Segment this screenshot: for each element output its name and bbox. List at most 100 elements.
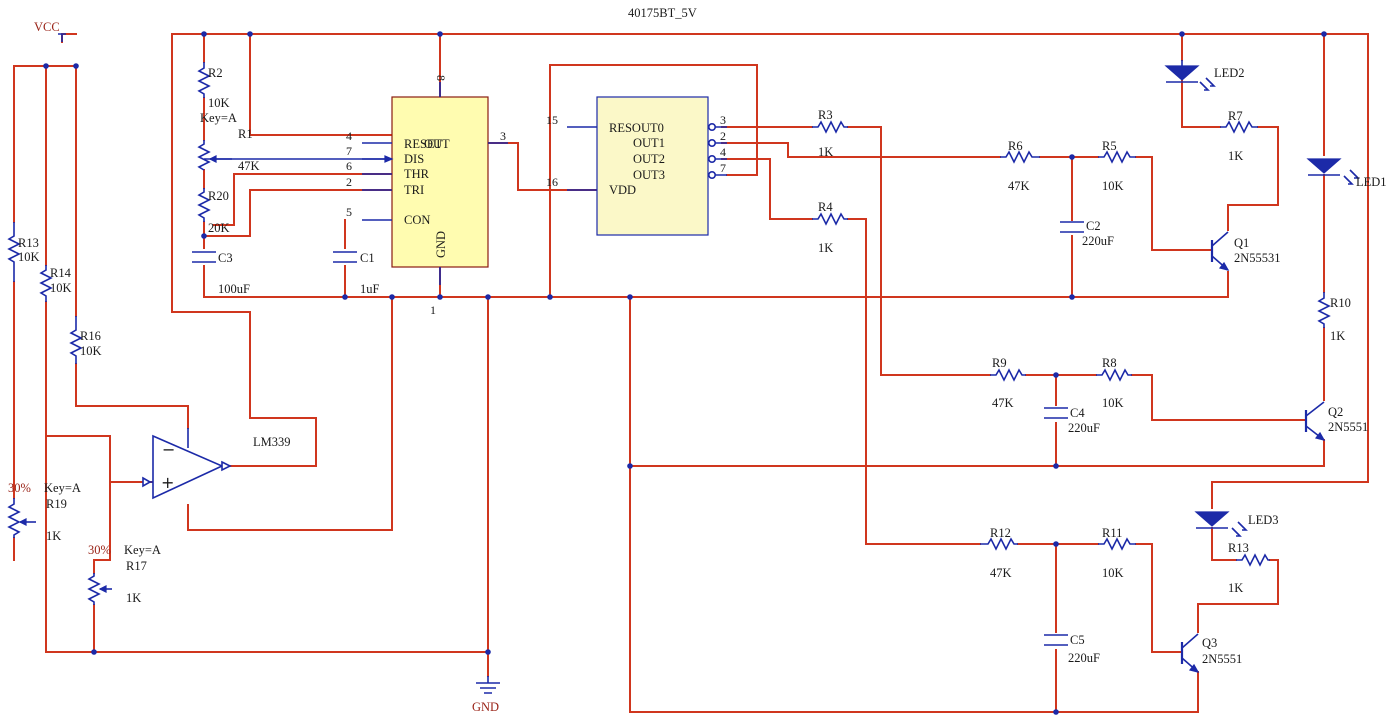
counter-label-vdd: VDD xyxy=(609,183,636,197)
ne555-label-thr: THR xyxy=(404,167,430,181)
r13b-name: R13 xyxy=(1228,541,1249,555)
r10-resistor: R10 1K xyxy=(1317,292,1351,343)
c4-value: 220uF xyxy=(1068,421,1100,435)
lm339-minus: − xyxy=(162,440,175,459)
r6-name: R6 xyxy=(1008,139,1023,153)
c1-capacitor: C1 1uF xyxy=(333,251,380,296)
r19-value: 1K xyxy=(46,529,61,543)
r13b-resistor: R13 1K xyxy=(1228,541,1270,595)
r19-pct: 30% xyxy=(8,481,31,495)
lm339-comparator: − + LM339 xyxy=(142,428,291,500)
led1-name: LED1 xyxy=(1356,175,1387,189)
r8-value: 10K xyxy=(1102,396,1124,410)
r19-name: R19 xyxy=(46,497,67,511)
q3-part: 2N5551 xyxy=(1202,652,1242,666)
r16-resistor: R16 10K xyxy=(69,316,102,364)
counter-pin-7: 7 xyxy=(720,161,726,175)
r4-value: 1K xyxy=(818,241,833,255)
ne555-pin-thr: 6 xyxy=(346,159,352,173)
led3: LED3 xyxy=(1194,511,1279,537)
q1-name: Q1 xyxy=(1234,236,1249,250)
r2-name: R2 xyxy=(208,66,223,80)
r17-name: R17 xyxy=(126,559,147,573)
led2-name: LED2 xyxy=(1214,66,1245,80)
r13-value: 10K xyxy=(18,250,40,264)
r16-value: 10K xyxy=(80,344,102,358)
r19-key: Key=A xyxy=(44,481,81,495)
c3-name: C3 xyxy=(218,251,233,265)
ne555-pin-dis: 7 xyxy=(346,144,352,158)
r11-name: R11 xyxy=(1102,526,1122,540)
junctions xyxy=(43,31,1327,715)
counter-label-out3: OUT3 xyxy=(633,168,665,182)
led1: LED1 xyxy=(1306,158,1387,189)
r16-name: R16 xyxy=(80,329,101,343)
r14-name: R14 xyxy=(50,266,72,280)
ne555-label-tri: TRI xyxy=(404,183,424,197)
c2-value: 220uF xyxy=(1082,234,1114,248)
c2-name: C2 xyxy=(1086,219,1101,233)
q2-part: 2N5551 xyxy=(1328,420,1368,434)
r13b-value: 1K xyxy=(1228,581,1243,595)
ne555-pin-out: 3 xyxy=(500,129,506,143)
ne555-pin-reset: 4 xyxy=(346,129,352,143)
r17-value: 1K xyxy=(126,591,141,605)
r4-name: R4 xyxy=(818,200,833,214)
r12-value: 47K xyxy=(990,566,1012,580)
ne555-label-reset: RESET xyxy=(404,137,443,151)
c5-value: 220uF xyxy=(1068,651,1100,665)
led3-name: LED3 xyxy=(1248,513,1279,527)
r9-resistor: R9 47K xyxy=(990,356,1026,410)
r5-resistor: R5 10K xyxy=(1098,139,1136,193)
counter-label-out1: OUT1 xyxy=(633,136,665,150)
counter-pin-15: 15 xyxy=(546,113,558,127)
r14-value: 10K xyxy=(50,281,72,295)
c4-capacitor: C4 220uF xyxy=(1044,406,1100,435)
r17-pct: 30% xyxy=(88,543,111,557)
q1-transistor: Q1 2N55531 xyxy=(1210,231,1281,271)
c1-value: 1uF xyxy=(360,282,380,296)
ne555-label-gnd: GND xyxy=(434,231,448,258)
counter-pin-16: 16 xyxy=(546,175,558,189)
r7-name: R7 xyxy=(1228,109,1243,123)
r20-value: 20K xyxy=(208,221,230,235)
counter-label-resout0: RESOUT0 xyxy=(609,121,664,135)
ne555-pin-con: 5 xyxy=(346,205,352,219)
r8-name: R8 xyxy=(1102,356,1117,370)
r3-resistor: R3 1K xyxy=(812,108,848,159)
r47k-value: 47K xyxy=(238,159,260,173)
r12-resistor: R12 47K xyxy=(980,526,1018,580)
counter-pin-4: 4 xyxy=(720,145,726,159)
led2: LED2 xyxy=(1164,60,1245,91)
counter-pin-3: 3 xyxy=(720,113,726,127)
r13-resistor: R13 10K xyxy=(7,222,40,282)
gnd-symbol: GND xyxy=(472,676,500,714)
wires xyxy=(13,33,1369,713)
r10-value: 1K xyxy=(1330,329,1345,343)
c5-capacitor: C5 220uF xyxy=(1044,633,1100,665)
q2-transistor: Q2 2N5551 xyxy=(1304,401,1368,441)
counter-pin-2: 2 xyxy=(720,129,726,143)
ne555-label-con: CON xyxy=(404,213,430,227)
r11-resistor: R11 10K xyxy=(1098,526,1136,580)
vcc-label: VCC xyxy=(34,20,60,34)
r5-value: 10K xyxy=(1102,179,1124,193)
r13-name: R13 xyxy=(18,236,39,250)
r19-potentiometer: 30% Key=A R19 1K xyxy=(7,481,81,543)
r4-resistor: R4 1K xyxy=(812,200,848,255)
c2-capacitor: C2 220uF xyxy=(1060,219,1114,248)
lm339-plus: + xyxy=(161,473,174,492)
r14-resistor: R14 10K xyxy=(39,265,72,302)
c3-value: 100uF xyxy=(218,282,250,296)
r9-value: 47K xyxy=(992,396,1014,410)
q1-part: 2N55531 xyxy=(1234,251,1281,265)
q3-transistor: Q3 2N5551 xyxy=(1180,633,1242,673)
gnd-label: GND xyxy=(472,700,499,714)
q2-name: Q2 xyxy=(1328,405,1343,419)
ne555-pin-gnd: 1 xyxy=(430,303,436,317)
r7-resistor: R7 1K xyxy=(1220,109,1258,163)
r2-value: 10K xyxy=(208,96,230,110)
schematic-title: 40175BT_5V xyxy=(628,6,697,20)
r7-value: 1K xyxy=(1228,149,1243,163)
